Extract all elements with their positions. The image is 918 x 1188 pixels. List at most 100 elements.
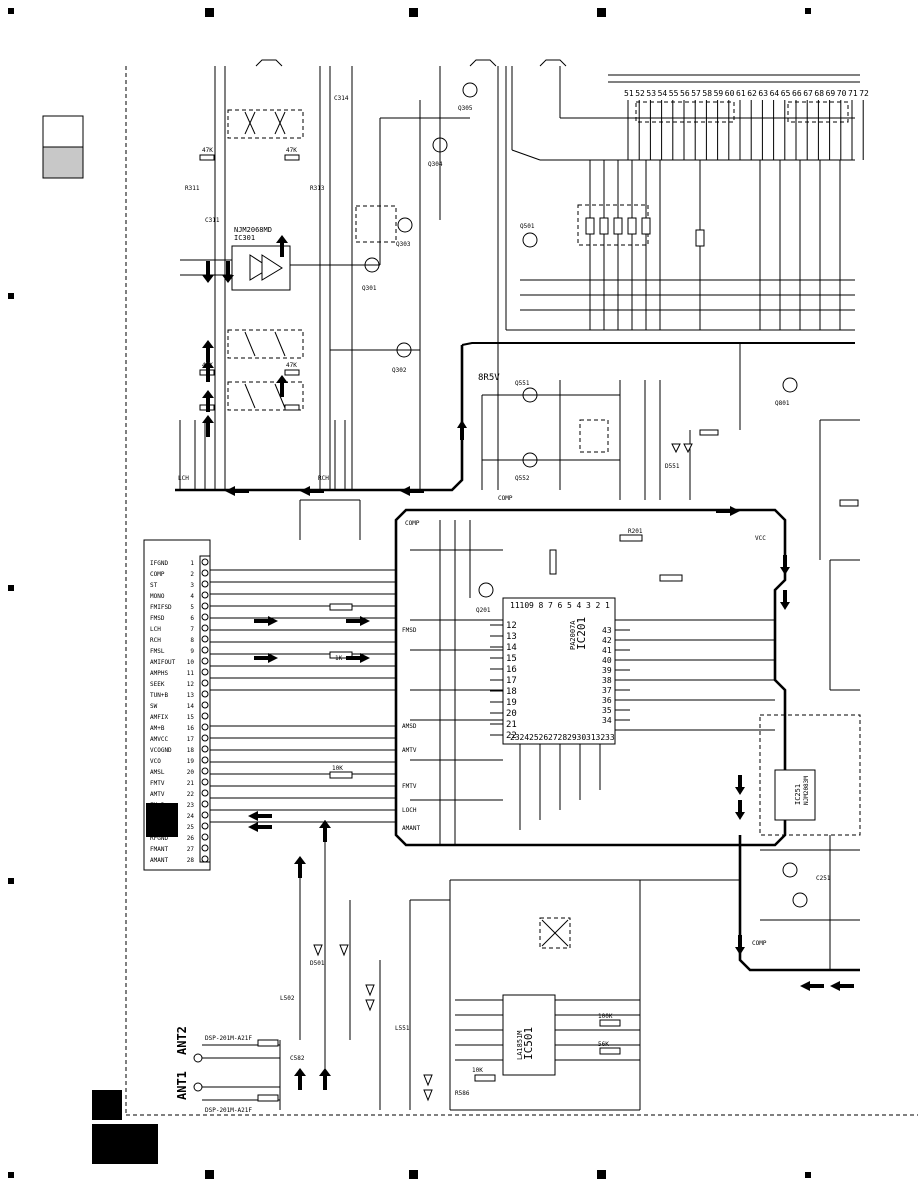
ic201-pin-number: 6 [558, 601, 563, 610]
d501-label: D501 [310, 960, 325, 967]
connector-pin-name: IFGND [150, 560, 168, 567]
connector-pin-contact [201, 756, 209, 764]
connector-pin-name: AMFIX [150, 714, 168, 721]
connector-pin-name: AM+B [150, 725, 165, 732]
q551-label: Q551 [515, 380, 530, 387]
right-pin-number: 53 [646, 89, 656, 98]
net-fmsd: FMSD [402, 627, 417, 634]
connector-pin-name: LCH [150, 626, 161, 633]
c251-label: C251 [816, 875, 831, 882]
connector-pin-name: AMSL [150, 769, 165, 776]
connector-pin: 14 SW [150, 701, 209, 710]
ic201-pin-number: 12 [506, 621, 517, 631]
connector-pin-number: 23 [187, 802, 195, 809]
ic201-pin-number: 24 [520, 733, 530, 742]
ic201-pin-number: 3 [586, 601, 591, 610]
q302-label: Q302 [392, 367, 407, 374]
q501-label: Q501 [520, 223, 535, 230]
ic201-pin-number: 8 [539, 601, 544, 610]
connector-pin-contact [201, 635, 209, 643]
right-pin-number: 70 [837, 89, 847, 98]
r501-value: 1K [335, 655, 343, 662]
ic201-pin-number: 30 [577, 733, 587, 742]
right-pin-number: 63 [758, 89, 768, 98]
q801-label: Q801 [775, 400, 790, 407]
connector-pin-contact [201, 712, 209, 720]
ic201-pin-number: 31 [586, 733, 596, 742]
connector-pin-number: 21 [187, 780, 195, 787]
ic201-pin-number: 16 [506, 665, 517, 675]
ic201-pin-number: 21 [506, 720, 517, 730]
connector-pin-name: ST [150, 582, 158, 589]
ic301-part-label: NJM2068MD [234, 226, 272, 234]
connector-pin-name: AMTV [150, 791, 165, 798]
ic201-pin-number: 33 [605, 733, 615, 742]
connector-pin-number: 14 [187, 703, 195, 710]
connector-pin-number: 6 [190, 615, 194, 622]
ic501-label: IC501 [522, 1027, 535, 1060]
ic201-pin-number: 27 [548, 733, 558, 742]
connector-pin: 15 AMFIX [150, 712, 209, 721]
main-bus [175, 66, 860, 972]
r313-value: 47K [286, 147, 297, 154]
r583-value: 10K [472, 1067, 483, 1074]
page-tab-blocks [42, 115, 158, 1164]
ic201-pin-number: 7 [548, 601, 553, 610]
ant1-label: ANT1 [175, 1071, 189, 1100]
connector-pin-contact [201, 679, 209, 687]
connector-pin-name: SW [150, 703, 158, 710]
connector-pin-number: 26 [187, 835, 195, 842]
ic201-pin-number: 19 [506, 698, 517, 708]
net-comp-right: COMP [752, 940, 767, 947]
connector-pin-contact [201, 657, 209, 665]
right-pin-number: 72 [859, 89, 869, 98]
net-comp-mid: COMP [498, 495, 513, 502]
connector-pin-number: 15 [187, 714, 195, 721]
q305-label: Q305 [458, 105, 473, 112]
net-comp-bus: COMP [405, 520, 420, 527]
ic201-pin-number: 4 [577, 601, 582, 610]
connector-pin-number: 25 [187, 824, 195, 831]
connector-pin-contact [201, 745, 209, 753]
connector-pin: 3ST [150, 580, 209, 589]
connector-pin-number: 19 [187, 758, 195, 765]
right-pin-number: 60 [725, 89, 735, 98]
ic251-part-label: NJM2083M [803, 776, 810, 805]
ic251-label: IC251 [794, 784, 802, 805]
dsp-label-1: DSP-201M-A21F [205, 1107, 252, 1114]
ic201-pin-number: 41 [602, 646, 612, 655]
connector-pin-name: AMANT [150, 857, 168, 864]
ic201-pin-number: 26 [539, 733, 549, 742]
right-pin-number: 69 [826, 89, 836, 98]
connector-pin-number: 2 [190, 571, 194, 578]
net-lch-top: LCH [178, 475, 189, 482]
connector-pin-list: 1IFGND2COMP3ST4MONO5FMIFSD6FMSD7LCH8RCH9… [150, 558, 209, 864]
right-pin-number: 57 [691, 89, 701, 98]
connector-pin-name: LOCH [150, 813, 165, 820]
connector-pin-contact [201, 855, 209, 863]
connector-pin-number: 7 [190, 626, 194, 633]
right-pin-number: 59 [714, 89, 724, 98]
connector-pin-number: 12 [187, 681, 195, 688]
ic201-pin-number: 23 [510, 733, 520, 742]
ic201-pin-number: 25 [529, 733, 539, 742]
right-pin-number: 58 [702, 89, 712, 98]
ic201-pin-number: 37 [602, 686, 612, 695]
ic201-pin-number: 42 [602, 636, 612, 645]
r586-label: R586 [455, 1090, 470, 1097]
connector-pin-number: 11 [187, 670, 195, 677]
